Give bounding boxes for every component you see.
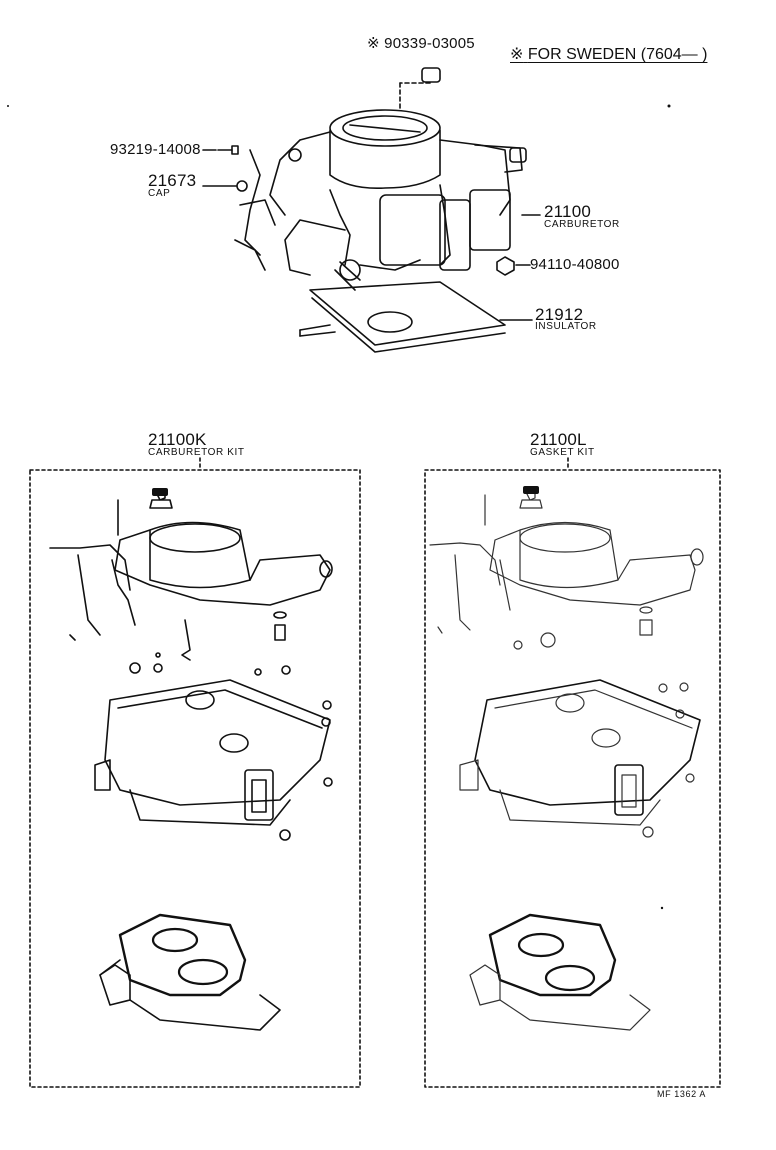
part-21912-number: 21912: [535, 305, 584, 324]
note-symbol: ※: [510, 46, 524, 63]
insulator-part: [309, 281, 506, 346]
note-text: FOR SWEDEN (7604— ): [527, 46, 708, 63]
figure-code: MF 1362 A: [657, 1089, 706, 1099]
sweden-note: ※ FOR SWEDEN (7604— ): [510, 44, 707, 64]
part-21100-number: 21100: [544, 202, 592, 221]
carburetor-assembly-drawing: [202, 67, 541, 353]
nut-part: [496, 256, 515, 276]
carburetor-kit-box: [29, 469, 361, 1088]
part-21912-name: INSULATOR: [535, 321, 597, 332]
part-94110-number: 94110-40800: [530, 256, 620, 273]
kit-carburetor-name: CARBURETOR KIT: [148, 447, 245, 458]
part-21100-name: CARBURETOR: [544, 219, 620, 230]
plug-part: [421, 67, 441, 83]
cap-part: [236, 180, 248, 192]
part-21673-name: CAP: [148, 188, 171, 199]
part-90339-number: 90339-03005: [384, 35, 475, 52]
air-horn-top: [329, 109, 441, 147]
gasket-kit-box: [424, 469, 721, 1088]
gasket-kit-drawing: [429, 489, 704, 1031]
part-93219-number: 93219-14008: [110, 141, 201, 158]
part-90339-mark: ※: [367, 35, 380, 52]
part-21673-number: 21673: [148, 171, 197, 190]
part-90339: ※ 90339-03005: [367, 34, 475, 52]
carburetor-kit-drawing: [49, 489, 333, 1031]
kit-carburetor-number: 21100K: [148, 430, 207, 449]
kit-gasket-name: GASKET KIT: [530, 447, 595, 458]
kit-gasket-number: 21100L: [530, 430, 587, 449]
